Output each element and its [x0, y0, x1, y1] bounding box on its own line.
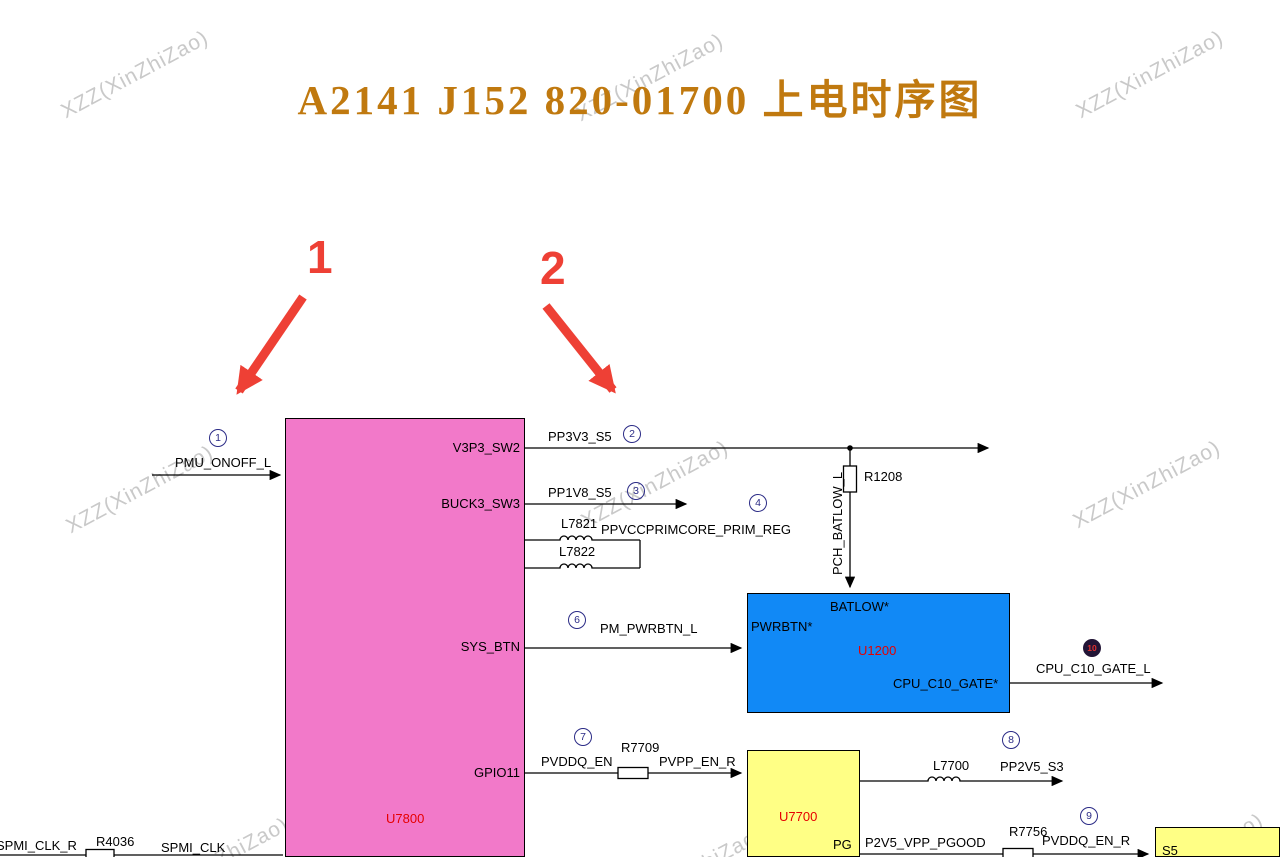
step-badge-9: 9 [1080, 807, 1098, 825]
pin-label-pg: PG [833, 837, 852, 852]
callout-arrow-1-icon [235, 294, 307, 395]
step-badge-2: 2 [623, 425, 641, 443]
ref-label-l7821: L7821 [561, 516, 598, 531]
callout-number-1: 1 [307, 231, 333, 283]
pin-label-cpu-c10-gate: CPU_C10_GATE* [893, 676, 999, 691]
net-label-pm-pwrbtn-l: PM_PWRBTN_L [600, 621, 698, 636]
ref-label-r4036: R4036 [96, 834, 135, 849]
net-label-p2v5-vpp-pgood: P2V5_VPP_PGOOD [865, 835, 986, 850]
resistor-r7756-icon [1002, 847, 1034, 857]
net-label-spmi-clk-r: SPMI_CLK_R [0, 838, 77, 853]
pin-label-gpio11: GPIO11 [473, 765, 520, 780]
s5-chip [1155, 827, 1280, 857]
page-title: A2141 J152 820-01700 上电时序图 [297, 77, 983, 123]
junction-dot [847, 445, 853, 451]
u1200-chip [747, 593, 1010, 713]
ref-label-r1208: R1208 [864, 469, 903, 484]
pin-label-buck3-sw3: BUCK3_SW3 [441, 496, 520, 511]
net-label-pvddq-en-r: PVDDQ_EN_R [1042, 833, 1131, 848]
resistor-r7709-icon [617, 766, 649, 780]
pin-label-pwrbtn: PWRBTN* [751, 619, 813, 634]
net-label-pp1v8-s5: PP1V8_S5 [548, 485, 612, 500]
step-badge-10: 10 [1083, 639, 1101, 657]
net-label-pp2v5-s3: PP2V5_S3 [1000, 759, 1064, 774]
inductor-l7821-icon [525, 535, 640, 541]
ref-label-u7700: U7700 [779, 809, 818, 824]
callout-number-2: 2 [540, 242, 566, 294]
ref-label-r7709: R7709 [621, 740, 660, 755]
step-badge-3: 3 [627, 482, 645, 500]
pin-label-batlow: BATLOW* [830, 599, 889, 614]
ref-label-r7756: R7756 [1009, 824, 1048, 839]
step-badge-6: 6 [568, 611, 586, 629]
pin-label-sys-btn: SYS_BTN [460, 639, 520, 654]
net-label-spmi-clk: SPMI_CLK [161, 840, 226, 855]
resistor-r4036-icon [85, 848, 115, 857]
block-label-s5: S5 [1162, 843, 1178, 857]
net-label-pp3v3-s5: PP3V3_S5 [548, 429, 612, 444]
u7700-chip [747, 750, 860, 857]
net-label-pch-batlow-l: PCH_BATLOW_L [830, 471, 845, 575]
inductor-l7822-icon [525, 563, 640, 569]
net-label-pvddq-en: PVDDQ_EN [541, 754, 613, 769]
step-badge-1: 1 [209, 429, 227, 447]
net-label-ppvccprimcore: PPVCCPRIMCORE_PRIM_REG [601, 522, 791, 537]
pin-label-v3p3-sw2: V3P3_SW2 [452, 440, 520, 455]
ref-label-l7700: L7700 [933, 758, 970, 773]
inductor-l7700-icon [860, 775, 1064, 787]
net-label-pvpp-en-r: PVPP_EN_R [659, 754, 736, 769]
net-label-pmu-onoff-l: PMU_ONOFF_L [175, 455, 272, 470]
ref-label-l7822: L7822 [559, 544, 596, 559]
u7800-pmu-chip [285, 418, 525, 857]
ref-label-u7800: U7800 [386, 811, 425, 826]
step-badge-4: 4 [749, 494, 767, 512]
step-badge-7: 7 [574, 728, 592, 746]
ref-label-u1200: U1200 [858, 643, 897, 658]
callout-arrow-2-icon [542, 303, 617, 394]
step-badge-8: 8 [1002, 731, 1020, 749]
net-label-cpu-c10-gate-l: CPU_C10_GATE_L [1036, 661, 1151, 676]
